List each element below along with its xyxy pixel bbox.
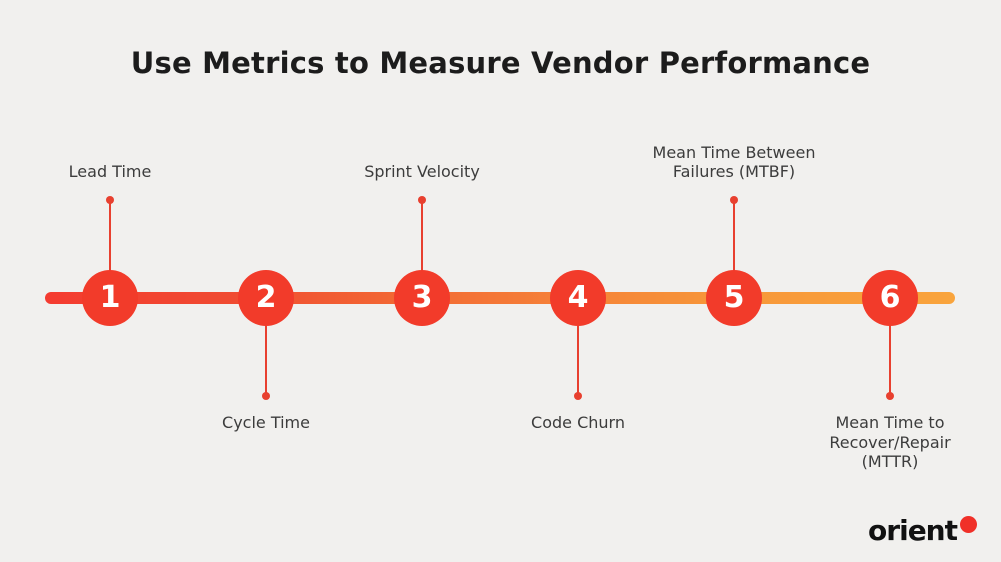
connector-line: [574, 324, 582, 400]
milestone-circle: 6: [862, 270, 918, 326]
milestone-label: Mean Time Between Failures (MTBF): [652, 142, 816, 182]
milestone-circle: 3: [394, 270, 450, 326]
milestone-1: Lead Time 1: [10, 0, 210, 562]
milestone-number: 3: [411, 280, 433, 315]
milestone-number: 5: [723, 280, 745, 315]
milestone-label: Code Churn: [531, 413, 625, 432]
connector-dot: [106, 196, 114, 204]
milestone-circle: 2: [238, 270, 294, 326]
milestone-2: 2 Cycle Time: [166, 0, 366, 562]
milestone-3: Sprint Velocity 3: [322, 0, 522, 562]
milestone-number: 2: [255, 280, 277, 315]
page-title: Use Metrics to Measure Vendor Performanc…: [130, 46, 871, 80]
milestone-number: 1: [99, 280, 121, 315]
connector-line: [106, 196, 114, 272]
connector-line: [886, 324, 894, 400]
milestone-5: Mean Time Between Failures (MTBF) 5: [634, 0, 834, 562]
milestone-number: 4: [567, 280, 589, 315]
connector-line: [730, 196, 738, 272]
milestone-6: 6 Mean Time to Recover/Repair (MTTR): [790, 0, 990, 562]
orient-logo: orient: [868, 514, 977, 547]
connector-dot: [886, 392, 894, 400]
milestone-label: Lead Time: [68, 162, 152, 182]
milestone-4: 4 Code Churn: [478, 0, 678, 562]
connector-line: [418, 196, 426, 272]
logo-text: orient: [868, 514, 958, 547]
milestone-circle: 4: [550, 270, 606, 326]
connector-dot: [730, 196, 738, 204]
connector-dot: [262, 392, 270, 400]
milestone-number: 6: [879, 280, 901, 315]
milestone-label: Mean Time to Recover/Repair (MTTR): [829, 413, 951, 472]
milestone-circle: 5: [706, 270, 762, 326]
logo-dot-icon: [960, 516, 977, 533]
connector-line: [262, 324, 270, 400]
milestone-label: Sprint Velocity: [364, 162, 480, 182]
milestone-label: Cycle Time: [222, 413, 310, 432]
connector-dot: [418, 196, 426, 204]
connector-dot: [574, 392, 582, 400]
milestone-circle: 1: [82, 270, 138, 326]
